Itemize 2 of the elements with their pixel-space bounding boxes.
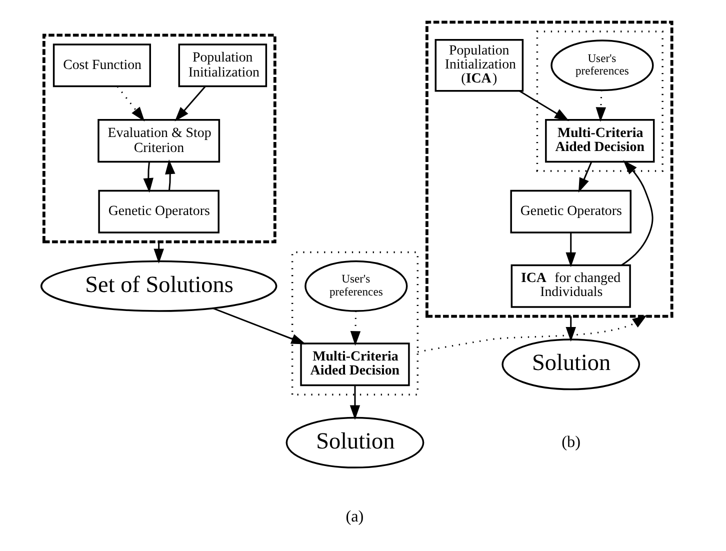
label: (b) (562, 432, 581, 451)
label: (a) (346, 507, 364, 526)
